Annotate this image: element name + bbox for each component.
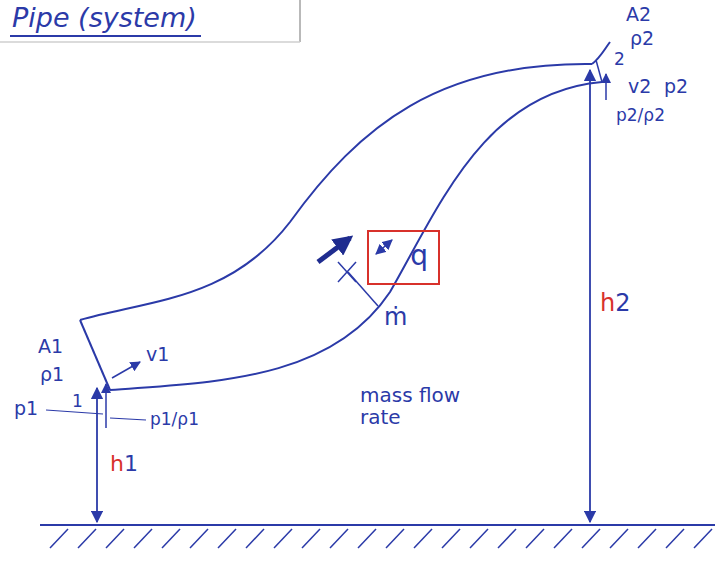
symbol-label: v1 [146,344,169,365]
hatch-mark [162,529,180,548]
inlet-section [80,320,110,390]
hatch-mark [246,529,264,548]
ground-line [40,524,715,526]
hatch-mark [582,529,600,548]
hatch-mark [638,529,656,548]
hatch-mark [106,529,124,548]
hatch-mark [554,529,572,548]
velocity-arrow [112,362,140,378]
height-letter: h [110,451,124,476]
hatch-mark [134,529,152,548]
symbol-label: h1 [110,452,138,476]
hatch-mark [302,529,320,548]
pipe-lower-wall [110,82,602,390]
hatch-mark [694,529,712,548]
height-arrow [589,70,591,522]
symbol-label: A1 [38,336,63,357]
flow-arrow [318,238,350,262]
hatch-mark [274,529,292,548]
symbol-label: p2/ρ2 [616,106,665,125]
symbol-label: mass flow rate [360,384,480,428]
outlet-flare [592,42,610,64]
hatch-mark [330,529,348,548]
frame-line [299,0,301,42]
heat-arrow [376,240,392,254]
hatch-mark [470,529,488,548]
pipe-upper-wall [80,64,592,320]
symbol-label: 2 [614,50,625,69]
height-index: 2 [615,289,630,317]
symbol-label: 1 [72,392,83,411]
hatch-mark [498,529,516,548]
hatch-mark [50,529,68,548]
ground-hatch [50,529,712,548]
height-letter: h [600,289,615,317]
hatch-mark [414,529,432,548]
height-index: 1 [124,451,138,476]
diagram-title: Pipe (system) [10,2,201,37]
symbol-label: ρ2 [630,28,654,49]
heat-symbol: q [369,232,438,270]
pressure-arrow [105,384,107,428]
height-arrow [96,388,98,522]
leader-line [110,418,146,420]
symbol-label: p2 [664,76,688,97]
cross-mark [338,262,356,282]
hatch-mark [218,529,236,548]
hatch-mark [526,529,544,548]
symbol-label: p1/ρ1 [150,410,199,429]
pressure-arrow [605,74,607,100]
hatch-mark [78,529,96,548]
heat-box: q [367,230,440,285]
hatch-mark [358,529,376,548]
hatch-mark [386,529,404,548]
hatch-mark [666,529,684,548]
hatch-mark [442,529,460,548]
symbol-label: ṁ [384,304,407,330]
cross-mark [338,262,356,282]
outlet-section [596,60,602,82]
symbol-label: ρ1 [40,364,64,385]
frame-line [0,41,300,43]
symbol-label: v2 [628,76,651,97]
symbol-label: A2 [626,4,651,25]
symbol-label: h2 [600,290,631,316]
hatch-mark [610,529,628,548]
symbol-label: p1 [14,398,38,419]
hatch-mark [190,529,208,548]
